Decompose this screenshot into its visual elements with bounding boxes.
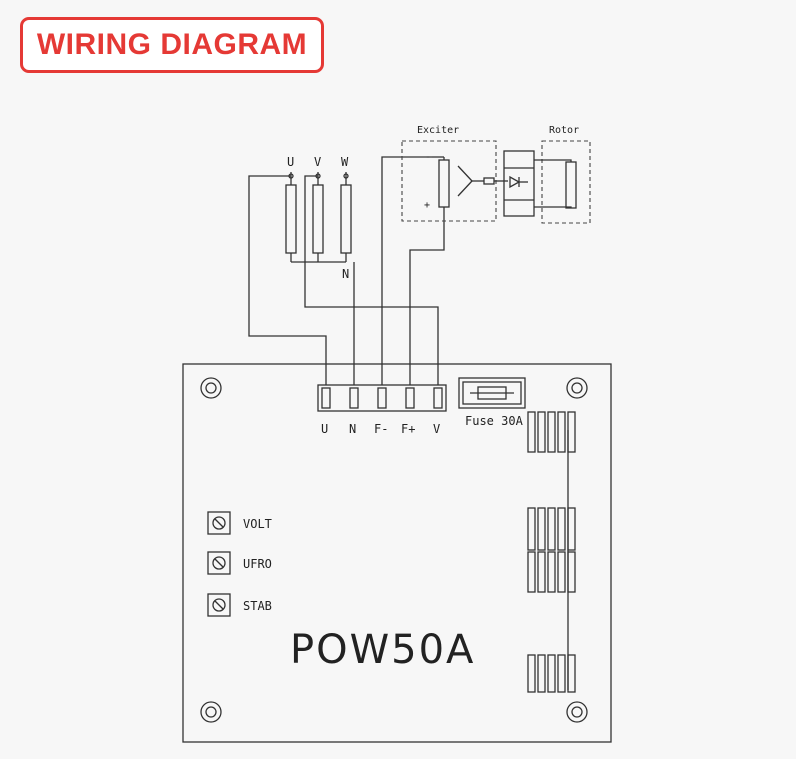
rotor-label: Rotor (549, 125, 579, 136)
rotor-coil (565, 161, 577, 209)
terminal-label-v: V (314, 155, 321, 169)
neutral-label: N (342, 267, 349, 281)
pot-stab[interactable] (207, 593, 231, 617)
avr-board (182, 363, 612, 743)
heatsink (527, 411, 576, 693)
exciter-minus-label: - (425, 152, 431, 163)
winding-w (340, 184, 352, 254)
page-title: WIRING DIAGRAM (36, 28, 308, 61)
pot-volt[interactable] (207, 511, 231, 535)
stator-windings (285, 172, 352, 263)
mounting-holes (200, 377, 588, 723)
exciter-armature (457, 165, 508, 197)
board-outline (182, 363, 612, 743)
winding-v (312, 184, 324, 254)
pot-label-stab: STAB (243, 599, 272, 613)
exciter-label: Exciter (417, 125, 459, 136)
exciter-plus-label: + (424, 200, 430, 211)
winding-u (285, 184, 297, 254)
exciter-coil (438, 159, 450, 208)
fuse-holder (458, 377, 526, 409)
terminal-label-u: U (287, 155, 294, 169)
board-terminal-u: U (321, 422, 328, 436)
board-terminal-n: N (349, 422, 356, 436)
pot-label-volt: VOLT (243, 517, 272, 531)
terminal-label-w: W (341, 155, 349, 169)
pot-ufro[interactable] (207, 551, 231, 575)
model-label: POW50A (290, 627, 475, 673)
rectifier (503, 150, 535, 217)
rotor-box (541, 140, 591, 224)
rectifier-box (503, 150, 535, 217)
rotor (534, 140, 591, 224)
terminal-block (317, 384, 447, 412)
title-box: WIRING DIAGRAM (20, 17, 324, 73)
board-terminal-f-plus: F+ (401, 422, 415, 436)
board-terminal-v: V (433, 422, 440, 436)
board-terminal-f-minus: F- (374, 422, 388, 436)
fuse-label: Fuse 30A (465, 414, 524, 428)
pot-label-ufro: UFRO (243, 557, 272, 571)
